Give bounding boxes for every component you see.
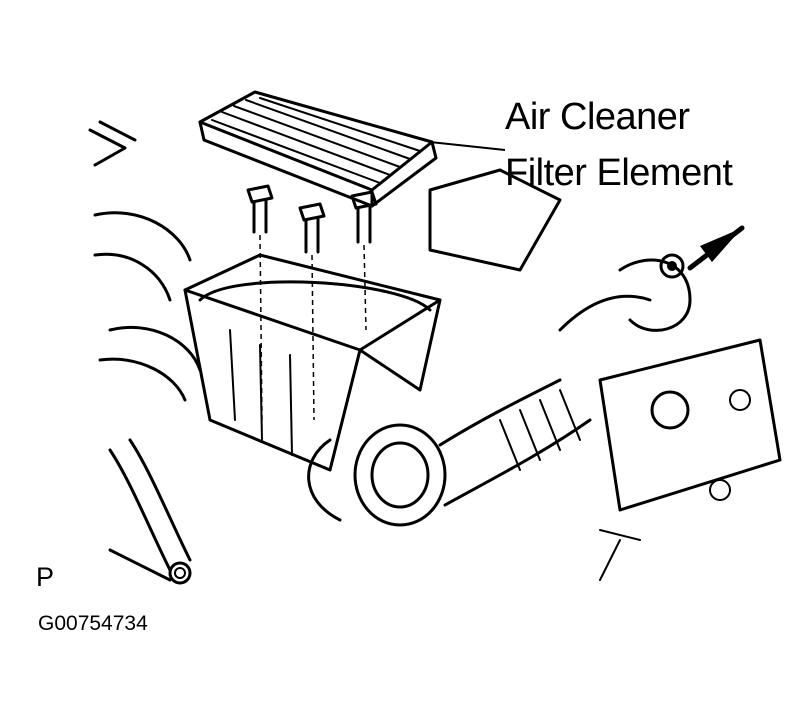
bolt-middle bbox=[298, 202, 326, 421]
view-letter: P bbox=[36, 562, 55, 592]
callout-label-line1: Air Cleaner bbox=[505, 96, 690, 138]
left-hoses bbox=[88, 120, 202, 402]
callout-label-line2: Filter Element bbox=[505, 152, 733, 194]
engine-block-right bbox=[428, 168, 782, 581]
intake-duct bbox=[307, 378, 592, 527]
callout-leader bbox=[429, 141, 506, 151]
figure-code: G00754734 bbox=[38, 612, 148, 635]
lower-pipe bbox=[108, 438, 192, 585]
air-cleaner-case bbox=[183, 253, 442, 472]
air-filter-element bbox=[198, 90, 438, 208]
pointer-arrow bbox=[659, 225, 745, 279]
bolt-right bbox=[350, 190, 378, 331]
